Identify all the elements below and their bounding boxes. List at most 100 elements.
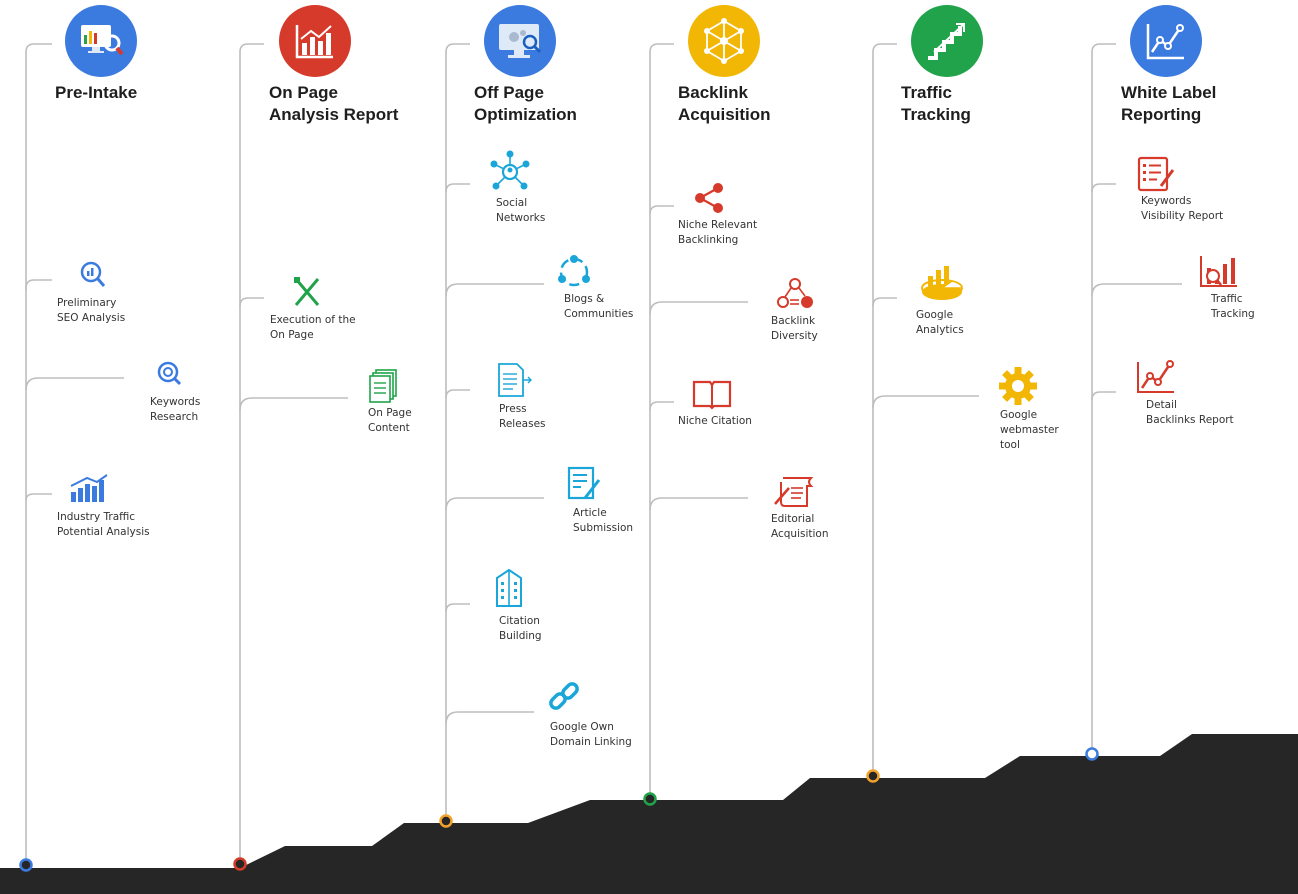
column-title-backlink-acquisition: Backlink Acquisition [678, 83, 771, 124]
timeline-dot [233, 857, 247, 871]
timeline-dot [643, 792, 657, 806]
gear-icon [999, 367, 1037, 405]
item-backlink-diversity: Backlink Diversity [771, 276, 901, 344]
ground-staircase [0, 734, 1298, 894]
branch-line [25, 377, 124, 391]
column-title-white-label-reporting: White Label Reporting [1121, 83, 1217, 124]
article-edit-icon [567, 466, 601, 500]
column-line-5 [872, 43, 897, 776]
item-label: On Page Content [368, 407, 412, 434]
social-network-icon [490, 150, 530, 190]
monitor-search-icon [499, 24, 542, 58]
branch-line [649, 301, 748, 315]
branch-line [239, 397, 348, 411]
column-title-off-page-optimization: Off Page Optimization [474, 83, 577, 124]
item-industry-traffic: Industry Traffic Potential Analysis [57, 472, 187, 540]
bar-growth-icon [70, 474, 108, 502]
diversity-nodes-icon [777, 278, 813, 308]
item-google-own-domain-linking: Google Own Domain Linking [549, 678, 680, 750]
column-line-6 [1091, 43, 1116, 754]
item-on-page-content: On Page Content [368, 368, 498, 436]
item-label: Article Submission [573, 507, 634, 534]
item-detail-backlinks-report: Detail Backlinks Report [1137, 360, 1276, 428]
open-book-icon [692, 380, 732, 410]
item-label: Press Releases [499, 403, 546, 430]
branch-line [445, 711, 534, 725]
bar-chart-trend-icon [295, 25, 333, 59]
building-icon [496, 568, 522, 607]
column-icon-circle-2 [279, 5, 351, 77]
branch-line [872, 395, 979, 409]
column-icon-circle-5 [911, 5, 983, 77]
item-label: Blogs & Communities [564, 293, 634, 320]
item-editorial-acquisition: Editorial Acquisition [771, 474, 901, 542]
item-label: Google webmaster tool [1000, 409, 1059, 451]
item-niche-relevant-backlinking: Niche Relevant Backlinking [678, 180, 808, 248]
timeline-dot [439, 814, 453, 828]
item-blogs-communities: Blogs & Communities [558, 254, 694, 322]
analytics-pie-icon [921, 266, 963, 300]
press-document-icon [498, 363, 532, 397]
column-icon-circle-4 [688, 5, 760, 77]
item-label: Traffic Tracking [1211, 293, 1255, 320]
item-label: Google Own Domain Linking [550, 721, 632, 748]
documents-stack-icon [369, 369, 397, 403]
timeline-dot [866, 769, 880, 783]
item-label: Google Analytics [916, 309, 964, 336]
branch-line [445, 283, 544, 297]
line-trend-icon [1137, 360, 1174, 393]
item-label: Keywords Visibility Report [1141, 195, 1224, 222]
branch-line [872, 297, 897, 307]
share-icon [695, 183, 723, 213]
branch-line [445, 183, 470, 193]
chain-link-icon [549, 682, 579, 710]
item-label: Preliminary SEO Analysis [57, 297, 126, 324]
branch-line [25, 493, 52, 501]
branch-line [239, 297, 264, 307]
branch-line [1091, 183, 1116, 193]
community-circle-icon [558, 255, 590, 287]
item-niche-citation: Niche Citation [678, 376, 808, 429]
item-social-networks: Social Networks [490, 150, 626, 226]
target-search-icon [157, 361, 182, 386]
monitor-analytics-icon [81, 25, 124, 56]
item-execution-on-page: Execution of the On Page [270, 275, 400, 343]
item-google-webmaster-tool: Google webmaster tool [999, 366, 1130, 453]
column-icon-circle-3 [484, 5, 556, 77]
branch-line [649, 205, 674, 215]
item-preliminary-seo-analysis: Preliminary SEO Analysis [57, 258, 187, 326]
item-label: Detail Backlinks Report [1146, 399, 1234, 426]
item-label: Niche Relevant Backlinking [678, 219, 758, 246]
item-article-submission: Article Submission [567, 464, 703, 536]
item-label: Editorial Acquisition [771, 513, 829, 540]
timeline-dot [1085, 747, 1099, 761]
timeline-dot [19, 858, 33, 872]
item-label: Citation Building [499, 615, 542, 642]
magnifier-report-icon [80, 261, 106, 287]
column-title-traffic-tracking: Traffic Tracking [901, 83, 971, 124]
column-title-pre-intake: Pre-Intake [55, 83, 138, 102]
network-hub-icon [704, 18, 744, 64]
item-press-releases: Press Releases [498, 360, 629, 432]
item-label: Social Networks [496, 197, 546, 224]
item-traffic-tracking-report: Traffic Tracking [1200, 254, 1298, 322]
item-label: Backlink Diversity [771, 315, 818, 342]
branch-line [445, 497, 544, 511]
branch-line [1091, 283, 1182, 297]
branch-line [1091, 391, 1116, 401]
branch-line [649, 497, 748, 511]
column-title-on-page-analysis: On Page Analysis Report [269, 83, 399, 124]
column-line-3 [445, 43, 470, 821]
column-line-4 [649, 43, 674, 799]
item-label: Niche Citation [678, 415, 752, 427]
column-line-1 [25, 43, 52, 865]
branch-line [445, 603, 470, 613]
line-graph-icon [1146, 24, 1184, 60]
report-list-icon [1137, 156, 1175, 192]
pencil-ruler-icon [294, 277, 320, 306]
column-icon-circle-1 [65, 5, 137, 77]
item-keywords-research: Keywords Research [150, 357, 280, 425]
item-label: Industry Traffic Potential Analysis [57, 511, 150, 538]
item-label: Execution of the On Page [270, 314, 356, 341]
